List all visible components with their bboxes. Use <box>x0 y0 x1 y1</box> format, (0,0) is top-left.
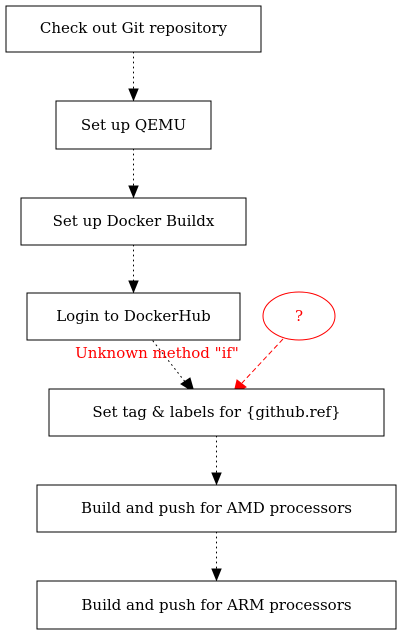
node-buildx: Set up Docker Buildx <box>20 197 247 246</box>
node-tag-box <box>48 388 385 437</box>
node-checkout-box <box>5 5 262 53</box>
edge-unknown-tag-line <box>241 338 284 384</box>
unknown-ellipse <box>262 291 336 341</box>
unknown-node-label: ? <box>295 307 303 325</box>
node-qemu-box <box>55 100 212 150</box>
edge-label-unknown-method: Unknown method "if" <box>75 344 239 362</box>
edge-login-tag-line <box>152 340 187 384</box>
edge-unknown-tag <box>233 338 284 394</box>
arrowhead-icon <box>211 568 222 582</box>
node-checkout-label: Check out Git repository <box>40 19 228 37</box>
node-login-box <box>26 292 241 341</box>
arrowhead-icon <box>128 185 139 199</box>
node-tag: Set tag & labels for {github.ref} <box>48 388 385 437</box>
node-arm: Build and push for ARM processors <box>36 580 397 630</box>
node-buildx-label: Set up Docker Buildx <box>53 212 215 230</box>
node-arm-box <box>36 580 397 630</box>
arrowhead-icon <box>128 280 139 294</box>
edge-qemu-buildx <box>128 148 139 199</box>
node-qemu-label: Set up QEMU <box>81 116 186 134</box>
node-arm-label: Build and push for ARM processors <box>81 596 351 614</box>
node-checkout: Check out Git repository <box>5 5 262 53</box>
node-login: Login to DockerHub <box>26 292 241 341</box>
node-login-label: Login to DockerHub <box>56 307 211 325</box>
edge-tag-amd <box>211 435 222 486</box>
edge-buildx-login <box>128 244 139 294</box>
arrowhead-icon <box>211 472 222 486</box>
node-tag-label: Set tag & labels for {github.ref} <box>92 403 340 421</box>
arrowhead-icon <box>128 88 139 102</box>
node-qemu: Set up QEMU <box>55 100 212 150</box>
node-unknown: ? <box>262 291 336 341</box>
node-amd-box <box>36 484 397 533</box>
edge-amd-arm <box>211 531 222 582</box>
edge-checkout-qemu <box>128 51 139 102</box>
node-amd: Build and push for AMD processors <box>36 484 397 533</box>
node-buildx-box <box>20 197 247 246</box>
node-amd-label: Build and push for AMD processors <box>81 499 352 517</box>
